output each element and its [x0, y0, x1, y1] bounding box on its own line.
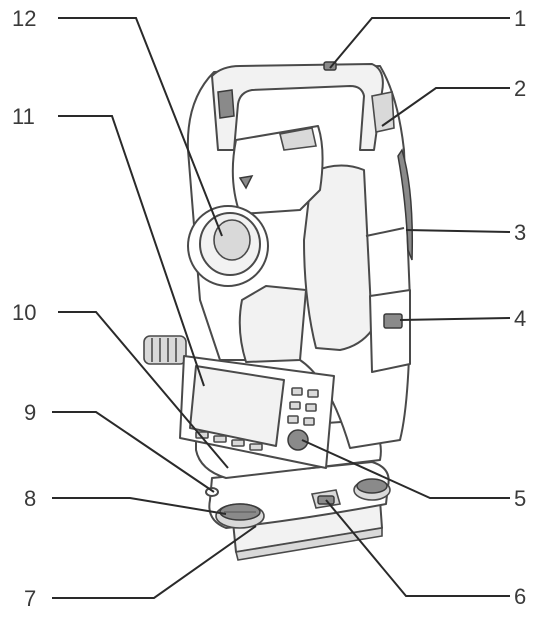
- leader-8: [52, 497, 227, 515]
- side-housing: [303, 164, 373, 351]
- leader-6: [325, 499, 510, 597]
- leader-7: [52, 525, 257, 599]
- leader-10: [58, 311, 229, 469]
- callout-4: 4: [514, 306, 526, 331]
- battery-cover: [369, 289, 411, 373]
- leader-11: [58, 115, 205, 387]
- callout-8: 8: [24, 486, 36, 511]
- leader-2: [381, 87, 510, 127]
- leveling-screw-right: [353, 478, 391, 501]
- display-panel: [179, 355, 335, 469]
- leader-5: [301, 439, 510, 499]
- leader-1: [329, 17, 510, 69]
- callout-7: 7: [24, 586, 36, 611]
- leader-4: [399, 317, 511, 321]
- callout-12: 12: [12, 6, 36, 31]
- callout-labels: 1 2 3 4 5 6 7 8 9 10 11 12: [12, 6, 526, 611]
- callout-3: 3: [514, 220, 526, 245]
- carrying-handle: [211, 61, 384, 151]
- total-station-illustration: [143, 61, 414, 561]
- lcd-screen: [189, 365, 285, 447]
- leader-lines: [52, 17, 511, 599]
- callout-10: 10: [12, 300, 36, 325]
- callout-11: 11: [12, 104, 35, 129]
- callout-1: 1: [514, 6, 526, 31]
- callout-6: 6: [514, 584, 526, 609]
- power-dial: [287, 429, 309, 451]
- callout-9: 9: [24, 400, 36, 425]
- leader-9: [52, 411, 215, 493]
- tribrach-clamp: [310, 489, 342, 509]
- telescope-objective: [187, 205, 269, 287]
- leader-3: [405, 229, 511, 233]
- circular-level: [205, 487, 219, 497]
- callout-2: 2: [514, 76, 526, 101]
- callout-5: 5: [514, 486, 526, 511]
- leveling-screw-left: [215, 503, 265, 529]
- horizontal-motion-knob: [143, 335, 187, 365]
- keypad: [195, 387, 319, 451]
- leader-12: [58, 17, 223, 237]
